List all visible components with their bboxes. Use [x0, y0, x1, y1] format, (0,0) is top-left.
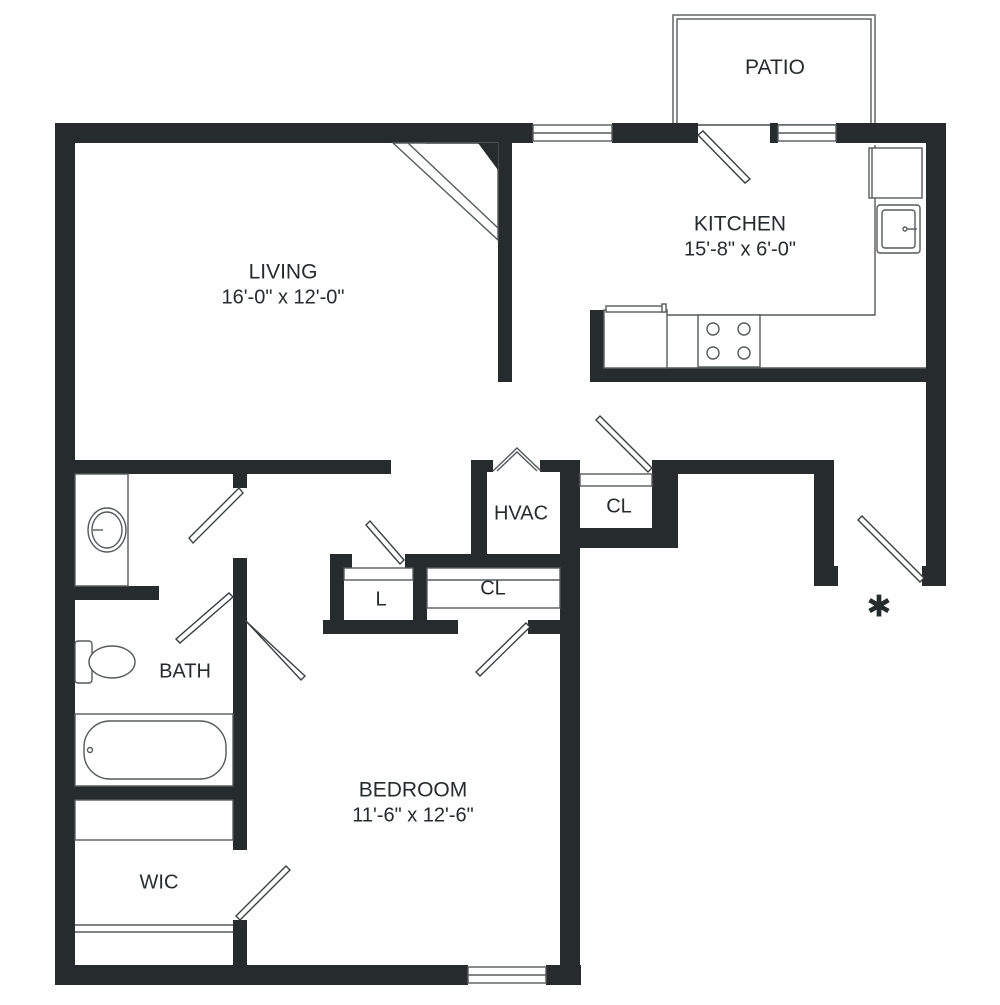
living-corner-unit — [391, 142, 499, 242]
room-label-closet-lower: CL — [480, 577, 506, 602]
windows — [467, 124, 837, 984]
patio-name: PATIO — [745, 55, 805, 79]
bedroom-name: BEDROOM — [358, 778, 468, 802]
linen-name: L — [375, 588, 387, 611]
room-label-bath: BATH — [159, 660, 211, 685]
patio-outline — [672, 14, 876, 126]
wic-name: WIC — [139, 871, 179, 894]
room-label-bedroom: BEDROOM 11'-6" x 12'-6" — [352, 777, 474, 828]
closet-upper-name: CL — [606, 495, 632, 518]
bedroom-size: 11'-6" x 12'-6" — [352, 804, 474, 827]
room-label-wic: WIC — [140, 871, 179, 896]
bath-sink — [87, 507, 127, 553]
bathtub — [74, 713, 234, 787]
closet-lower-name: CL — [480, 577, 506, 600]
kitchen-size: 15'-8" x 6'-0" — [684, 238, 796, 261]
room-label-hvac: HVAC — [494, 502, 548, 527]
room-label-kitchen: KITCHEN 15'-8" x 6'-0" — [684, 211, 796, 262]
exterior-walls — [55, 123, 946, 985]
stove — [697, 314, 761, 368]
doors — [174, 130, 925, 921]
room-label-closet-upper: CL — [606, 495, 632, 520]
living-size: 16'-0" x 12'-0" — [221, 286, 345, 309]
entry-marker-icon: ✱ — [866, 589, 892, 625]
hvac-name: HVAC — [493, 502, 549, 525]
room-label-living: LIVING 16'-0" x 12'-0" — [221, 259, 344, 310]
closet-shelves — [74, 473, 653, 933]
kitchen-counter — [603, 145, 926, 369]
living-name: LIVING — [248, 260, 318, 284]
kitchen-name: KITCHEN — [693, 212, 787, 236]
room-label-patio: PATIO — [745, 55, 805, 81]
interior-walls — [75, 140, 940, 985]
toilet — [74, 640, 136, 684]
bath-name: BATH — [159, 660, 211, 683]
room-label-linen: L — [375, 588, 386, 613]
kitchen-sink — [876, 204, 921, 254]
